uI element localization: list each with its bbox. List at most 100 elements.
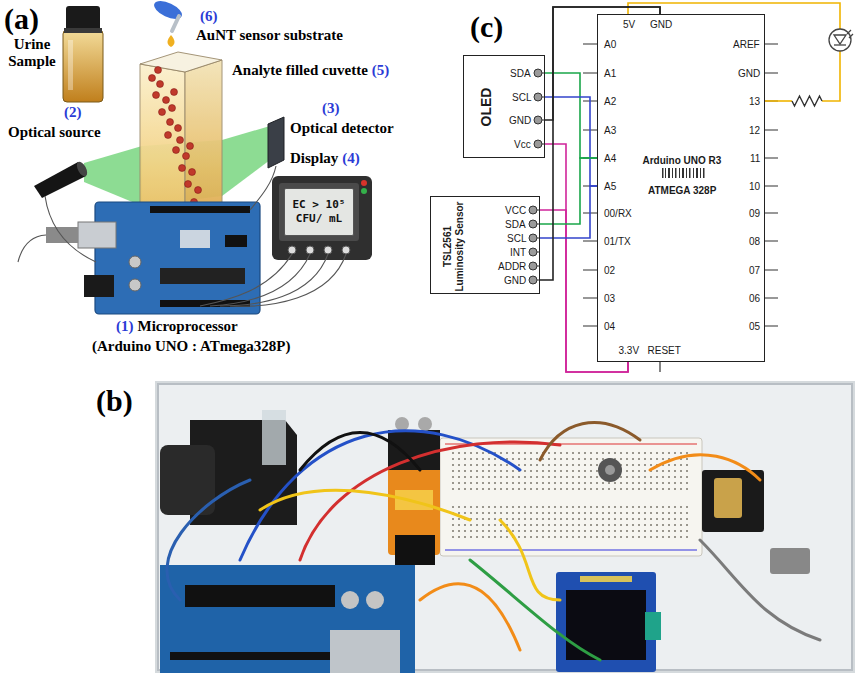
wire-connector	[540, 158, 597, 224]
photo-wire	[167, 423, 820, 660]
photo-panel	[155, 381, 855, 673]
pin-label: A5	[604, 181, 616, 193]
gold-nanoparticles	[159, 109, 166, 116]
photo-panel	[645, 612, 661, 640]
part-label: Display	[290, 150, 338, 167]
pin-label: GND	[650, 19, 672, 31]
pin-label: 08	[749, 236, 760, 248]
dropper	[168, 35, 175, 47]
pin-label: Vcc	[514, 139, 531, 151]
gold-nanoparticles	[155, 67, 162, 74]
led-circuit-wire	[628, 3, 840, 101]
photo-wire	[300, 442, 560, 560]
pin-label: A3	[604, 125, 616, 137]
photo-wire	[500, 520, 560, 600]
arduino-illustration	[225, 235, 247, 247]
urine-vial	[64, 28, 102, 33]
photo-panel	[556, 572, 656, 672]
photo-wire	[240, 431, 520, 560]
photo-panel	[566, 590, 646, 660]
module-pin	[529, 262, 537, 270]
photo-panel	[262, 410, 286, 465]
chip-barcode	[662, 168, 664, 178]
pin-label: AREF	[733, 39, 760, 51]
pin-label: 01/TX	[604, 236, 631, 248]
wire-connector	[540, 7, 660, 280]
display-module	[324, 246, 332, 254]
module-pin	[529, 220, 537, 228]
gold-nanoparticles	[165, 132, 172, 139]
photo-panel	[605, 465, 615, 475]
photo-panel	[395, 417, 409, 431]
chip-barcode	[700, 168, 701, 178]
pin-label: SDA	[510, 68, 531, 80]
gold-nanoparticles	[185, 181, 192, 188]
gold-nanoparticles	[149, 75, 156, 82]
optical-source	[34, 160, 89, 198]
led-symbol	[834, 44, 846, 45]
pin-label: 04	[604, 321, 615, 333]
hookup-wire	[230, 254, 346, 306]
photo-panel	[418, 417, 432, 431]
pin-label: SCL	[507, 233, 526, 245]
part-label: Optical detector	[290, 120, 394, 137]
callout-number: (4)	[342, 150, 360, 167]
hookup-wire	[45, 196, 96, 262]
pin-label: SDA	[505, 219, 526, 231]
gold-nanoparticles	[157, 81, 164, 88]
pin-lead	[765, 44, 778, 326]
sensor-module: TSL2561 Luminosity SensorVCCSDASCLINTADD…	[430, 196, 540, 294]
module-pin	[529, 206, 537, 214]
gold-nanoparticles	[171, 89, 178, 96]
chip-barcode	[665, 168, 666, 178]
display-reading: EC > 10⁵ CFU/ mL	[289, 198, 349, 226]
optical-source	[75, 160, 90, 178]
chip-barcode	[682, 168, 684, 178]
light-beam	[222, 126, 270, 196]
chip-name: ATMEGA 328P	[648, 185, 716, 197]
chip-barcode	[689, 168, 691, 178]
pin-label: RESET	[648, 345, 681, 357]
module-name: TSL2561 Luminosity Sensor	[442, 201, 465, 291]
photo-panel	[341, 591, 359, 609]
pin-label: GND	[738, 68, 760, 80]
pin-lead	[537, 44, 778, 372]
part-label: Analyte filled cuvette	[232, 62, 368, 79]
photo-wire	[540, 423, 640, 460]
pin-label: 13	[749, 96, 760, 108]
part-label: Urine Sample	[4, 36, 60, 71]
callout-number: (6)	[200, 8, 218, 25]
optical-detector	[268, 117, 284, 168]
module-pin	[534, 116, 542, 124]
gold-nanoparticles	[177, 137, 184, 144]
display-module	[361, 180, 367, 186]
gold-nanoparticles	[163, 97, 170, 104]
led-symbol	[829, 29, 853, 51]
pin-label: 05	[749, 321, 760, 333]
callout-number: (2)	[64, 104, 82, 121]
photo-wire	[470, 560, 600, 660]
pin-label: A4	[604, 153, 616, 165]
led-symbol	[834, 35, 846, 44]
callout-number: (1)	[116, 318, 134, 335]
gold-nanoparticles	[175, 125, 182, 132]
pin-label: 10	[749, 181, 760, 193]
gold-nanoparticles	[179, 165, 186, 172]
chip-barcode	[696, 168, 698, 178]
pin-lead	[628, 362, 660, 372]
light-beam	[84, 146, 142, 206]
photo-panel	[598, 458, 622, 482]
arduino-illustration	[160, 268, 245, 284]
pin-label: 3.3V	[619, 345, 640, 357]
panel-letter: (a)	[4, 2, 39, 37]
module-pin	[534, 69, 542, 77]
chip-barcode	[693, 168, 694, 178]
photo-panel	[714, 478, 742, 518]
pin-label: 02	[604, 265, 615, 277]
arduino-illustration	[46, 202, 260, 314]
photo-panel	[440, 438, 702, 556]
pin-label: 00/RX	[604, 208, 632, 220]
gold-nanoparticles	[195, 187, 202, 194]
module-pin	[529, 248, 537, 256]
